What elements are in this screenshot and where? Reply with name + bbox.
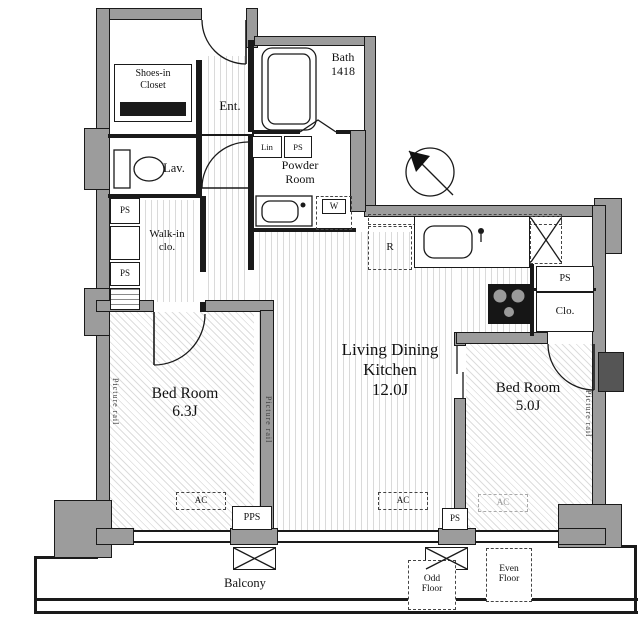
wall-bottom-chunk-right (558, 528, 606, 545)
wall-closet2-left (530, 264, 534, 336)
wall-bath-left (248, 40, 254, 132)
wall-powder-right (350, 130, 366, 212)
entrance-step-line (202, 134, 248, 136)
window-bed2 (476, 530, 558, 543)
ps-box-kitchen: PS (536, 266, 594, 292)
entrance-label: Ent. (219, 98, 241, 113)
vanity-sink (261, 200, 299, 223)
shoes-closet-label: Shoes-in Closet (135, 68, 171, 91)
stove (488, 284, 530, 324)
pier-left-lower (84, 288, 110, 336)
hallway-floor (203, 56, 247, 308)
picture-rail-label-bed1: Picture rail (111, 378, 120, 426)
north-symbol-flag (409, 151, 430, 172)
bath-folding-door (299, 119, 337, 133)
balcony-edge-bottom-inner (34, 611, 638, 614)
wall-bath-top (254, 36, 376, 46)
wall-corridor-ldk (248, 232, 254, 270)
wall-walkin-upper (200, 196, 206, 272)
wall-bath-bottom-left (252, 130, 300, 134)
ps-box-left-1: PS (110, 198, 140, 224)
ps-box-left-2: PS (110, 262, 140, 286)
closet2-box: Clo. (536, 292, 594, 332)
cabinet-box-left (110, 226, 140, 260)
toilet-tank (113, 149, 131, 189)
linen-box: Lin (252, 136, 282, 158)
north-symbol-circle (405, 147, 455, 197)
picture-rail-label-bed2: Picture rail (584, 390, 593, 438)
window-bed1 (134, 530, 230, 543)
kitchen-counter (414, 216, 530, 268)
washer-space (316, 196, 352, 230)
walk-in-closet-floor (140, 200, 198, 302)
vanity-faucet (300, 202, 306, 208)
bath-label: Bath 1418 (331, 50, 355, 79)
bathtub-inner (267, 53, 311, 125)
balcony-edge-bottom-outer (34, 598, 638, 601)
bathtub-outer (261, 47, 317, 131)
wall-bed2-top (456, 332, 548, 344)
balcony-label: Balcony (224, 576, 266, 590)
wall-bottom-chunk-pps (230, 528, 278, 545)
ps-box-bottom: PS (442, 508, 468, 530)
powder-room-label: Powder Room (281, 158, 319, 187)
balcony-edge-right (634, 545, 637, 614)
balcony-hatch-box-1 (233, 547, 276, 570)
wall-entry-divider (196, 60, 202, 196)
north-symbol-needle (408, 150, 454, 196)
even-floor-box: Even Floor (486, 548, 532, 602)
wall-bottom-chunk-left (96, 528, 134, 545)
ac-bed2: AC (478, 494, 528, 512)
pier-left-upper (84, 128, 110, 190)
ldk-label: Living Dining Kitchen 12.0J (341, 340, 439, 400)
ldk-floor (254, 232, 454, 530)
vanity-counter (255, 195, 313, 227)
wall-top-left (96, 8, 202, 20)
ps-box-powder: PS (284, 136, 312, 158)
shelf-box-left (110, 288, 140, 310)
window-ldk (278, 530, 438, 543)
wall-lav-top (108, 134, 202, 138)
ac-ldk: AC (378, 492, 428, 510)
wall-powder-left (248, 134, 254, 232)
wall-lav-bottom (108, 194, 202, 198)
bed-room-1-label: Bed Room 6.3J (151, 385, 219, 421)
walk-in-closet-label: Walk-in clo. (149, 228, 185, 253)
wall-walkin-lower (200, 302, 206, 312)
kitchen-hatch-box (530, 216, 562, 264)
washer-box: W (322, 199, 346, 214)
odd-floor-box: Odd Floor (408, 560, 456, 610)
bed-room-2-label: Bed Room 5.0J (495, 380, 561, 414)
lavatory-label: Lav. (163, 161, 185, 175)
wall-left (96, 8, 110, 545)
balcony-edge-left (34, 556, 37, 614)
wall-powder-bottom (248, 228, 356, 232)
refrigerator-space: R (368, 226, 412, 270)
shoes-closet-shelf (120, 102, 186, 116)
ac-bed1: AC (176, 492, 226, 510)
pps-box: PPS (232, 506, 272, 530)
picture-rail-label-ldk: Picture rail (264, 396, 273, 444)
duct-right (598, 352, 624, 392)
wall-bottom-chunk-ps (438, 528, 476, 545)
